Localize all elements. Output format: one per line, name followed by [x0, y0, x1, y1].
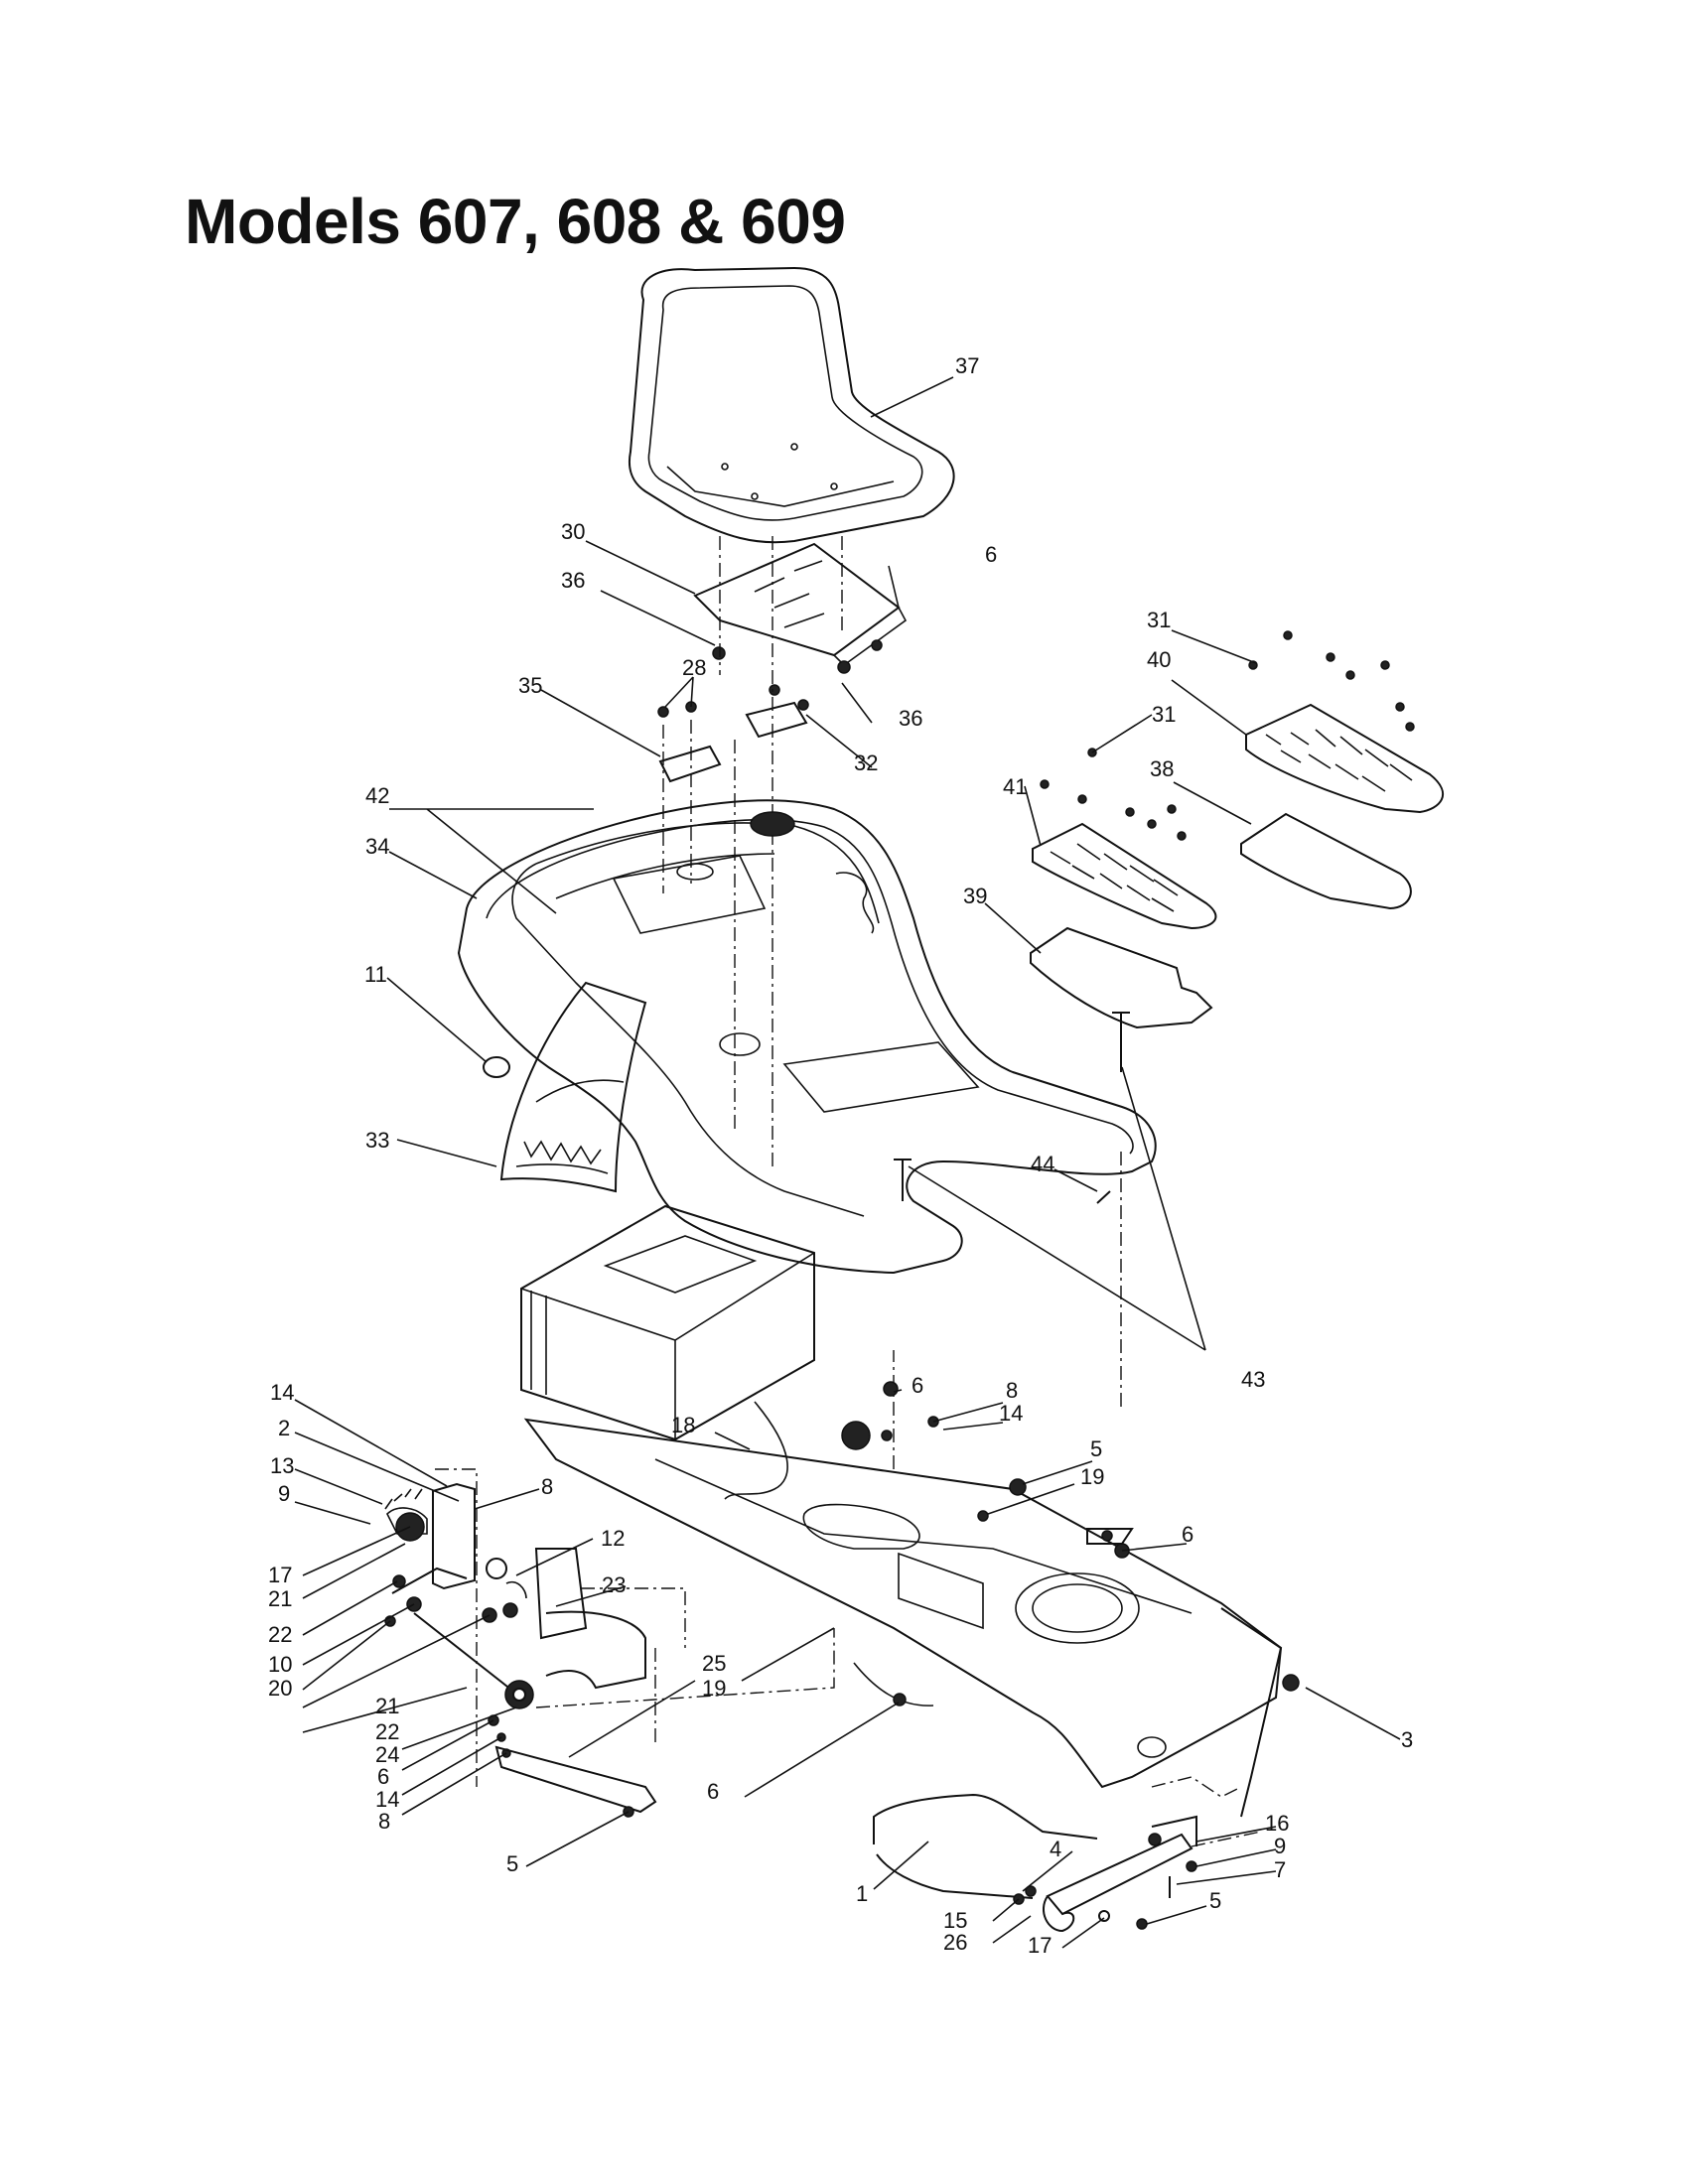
callout-43: 43	[1241, 1367, 1265, 1392]
battery-box-illustration	[520, 1204, 815, 1441]
callout-5-mid: 5	[1090, 1436, 1102, 1461]
callout-18: 18	[671, 1413, 695, 1437]
left-control-assembly	[384, 1482, 646, 1690]
page-title: Models 607, 608 & 609	[185, 186, 846, 257]
callout-33: 33	[365, 1128, 389, 1153]
callout-14-left-bottom: 14	[375, 1787, 399, 1812]
footrest-mat-right-illustration	[1245, 703, 1444, 814]
body-fender-illustration	[457, 799, 1157, 1275]
footrest-pad-left-illustration	[1030, 926, 1213, 1029]
callout-4: 4	[1050, 1837, 1061, 1861]
callout-42: 42	[365, 783, 389, 808]
callout-7: 7	[1274, 1857, 1286, 1882]
callout-8-left-top: 8	[541, 1474, 553, 1499]
callout-26: 26	[943, 1930, 967, 1955]
footrest-mat-left-illustration	[1032, 822, 1217, 930]
callout-10: 10	[268, 1652, 292, 1677]
callout-31-top: 31	[1147, 608, 1171, 632]
cable-lower-illustration	[853, 1662, 934, 1706]
callout-12: 12	[601, 1526, 625, 1551]
callout-41: 41	[1003, 774, 1027, 799]
callout-39: 39	[963, 884, 987, 908]
frame-illustration	[523, 1418, 1283, 1818]
callout-6-left: 6	[377, 1764, 389, 1789]
callout-31-mid: 31	[1152, 702, 1176, 727]
callout-20: 20	[268, 1676, 292, 1701]
seat-pan-bracket-illustration	[693, 542, 908, 667]
callout-22-left-bottom: 22	[375, 1719, 399, 1744]
footrest-pad-right-illustration	[1240, 812, 1412, 910]
callout-28: 28	[682, 655, 706, 680]
callout-34: 34	[365, 834, 389, 859]
callout-2: 2	[278, 1416, 290, 1440]
callout-40: 40	[1147, 647, 1171, 672]
hinge-bracket-left	[658, 745, 722, 783]
callout-11: 11	[364, 962, 387, 987]
callout-24: 24	[375, 1742, 399, 1767]
callout-6-right: 6	[1182, 1522, 1193, 1547]
callout-8-mid: 8	[1006, 1378, 1018, 1403]
callout-16: 16	[1265, 1811, 1289, 1836]
callout-35: 35	[518, 673, 542, 698]
callout-44: 44	[1031, 1152, 1054, 1176]
hinge-bracket-right	[745, 701, 808, 739]
callout-19-lower: 19	[702, 1676, 726, 1701]
callout-36-left: 36	[561, 568, 585, 593]
callout-14-mid: 14	[999, 1401, 1023, 1426]
callout-5-lower-right: 5	[1209, 1888, 1221, 1913]
callout-17-right: 17	[1028, 1933, 1052, 1958]
cable-illustration	[724, 1401, 788, 1500]
callout-38: 38	[1150, 756, 1174, 781]
callout-6-lower: 6	[707, 1779, 719, 1804]
callout-23: 23	[602, 1572, 626, 1597]
callout-22-left-top: 22	[268, 1622, 292, 1647]
callout-36-right: 36	[899, 706, 922, 731]
leader-lines	[294, 376, 1401, 1949]
callout-19-mid: 19	[1080, 1464, 1104, 1489]
callout-8-left-bottom: 8	[378, 1809, 390, 1834]
callout-30: 30	[561, 519, 585, 544]
callout-6-mid: 6	[912, 1373, 923, 1398]
callout-3: 3	[1401, 1727, 1413, 1752]
callout-21-left-bottom: 21	[375, 1694, 399, 1718]
callout-13: 13	[270, 1453, 294, 1478]
tension-rod-illustration	[413, 1612, 522, 1699]
grille-illustration	[499, 981, 647, 1193]
seat-illustration	[628, 266, 955, 544]
callout-21-left-top: 21	[268, 1586, 292, 1611]
mat-screws	[1040, 630, 1415, 841]
callout-9-right: 9	[1274, 1834, 1286, 1858]
callout-9-left: 9	[278, 1481, 290, 1506]
callout-25: 25	[702, 1651, 726, 1676]
callout-6-seat: 6	[985, 542, 997, 567]
callout-17-left: 17	[268, 1563, 292, 1587]
callout-14-left-top: 14	[270, 1380, 294, 1405]
link-illustration	[494, 1745, 657, 1814]
callout-labels: 37 30 6 36 28 36 35 32 42 34 11 33 31 40…	[268, 353, 1413, 1958]
knob-illustration	[483, 1056, 510, 1078]
callout-32: 32	[854, 751, 878, 775]
callout-5-lower-left: 5	[506, 1851, 518, 1876]
callout-15: 15	[943, 1908, 967, 1933]
front-axle-illustration	[873, 1793, 1197, 1933]
callout-37: 37	[955, 353, 979, 378]
callout-1: 1	[856, 1881, 868, 1906]
